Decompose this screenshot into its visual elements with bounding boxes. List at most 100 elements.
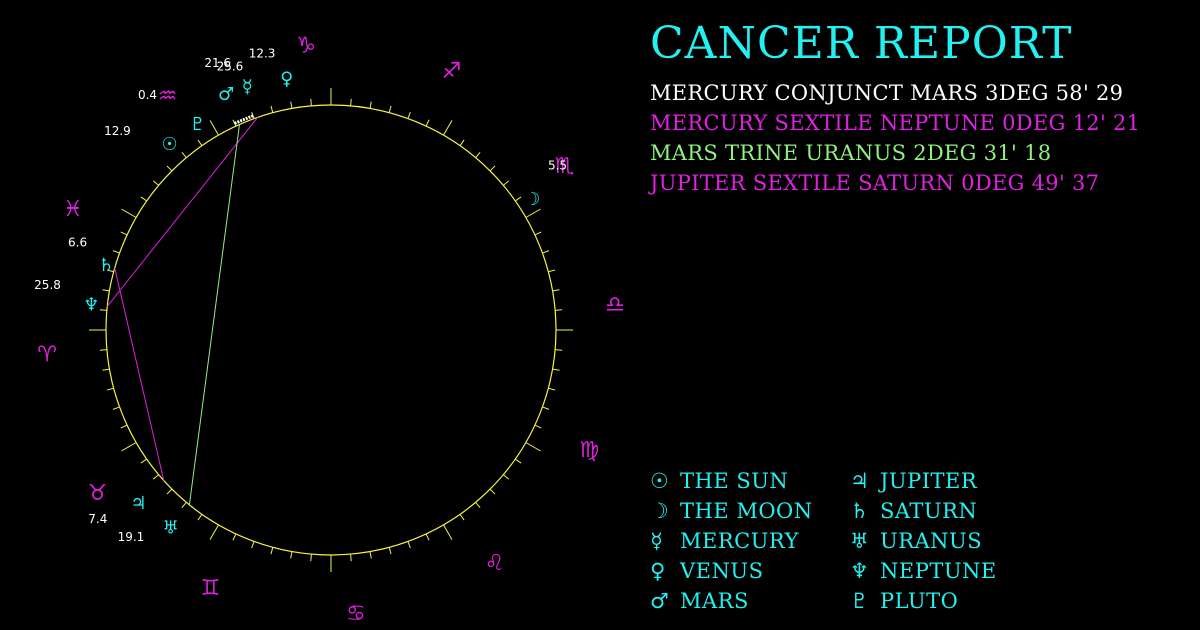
wheel-tick — [503, 474, 510, 480]
legend-item-mars: ♂ MARS — [650, 586, 813, 616]
wheel-tick — [166, 488, 173, 495]
wheel-tick — [106, 269, 114, 273]
wheel-tick — [106, 387, 114, 391]
legend-item-jupiter: ♃JUPITER — [850, 466, 997, 496]
wheel-tick — [459, 139, 465, 146]
wheel-tick — [534, 424, 542, 429]
wheel-tick — [425, 533, 430, 541]
aspect-line-mercury-neptune — [106, 116, 259, 307]
page-title: CANCER REPORT — [650, 18, 1073, 69]
wheel-tick — [515, 458, 522, 464]
legend-label: URANUS — [880, 529, 983, 553]
neptune-icon: ♆ — [850, 559, 870, 583]
legend-label: MARS — [680, 589, 749, 613]
legend-item-the-sun: ☉THE SUN — [650, 466, 813, 496]
pluto-degree-label: 0.4 — [138, 88, 157, 102]
saturn-icon: ♄ — [98, 255, 114, 276]
wheel-tick — [120, 231, 128, 236]
wheel-tick — [197, 139, 203, 146]
leo-icon: ♌ — [485, 551, 505, 576]
legend-label: VENUS — [680, 559, 764, 583]
sun-icon: ☉ — [162, 134, 178, 155]
pluto-icon: ♇ — [189, 114, 205, 135]
saturn-degree-label: 6.6 — [68, 236, 87, 250]
wheel-tick — [181, 502, 187, 509]
mercury-icon: ☿ — [242, 77, 253, 98]
capricorn-icon: ♑ — [296, 34, 316, 59]
pluto-icon: ♇ — [850, 589, 870, 613]
legend-item-venus: ♀VENUS — [650, 556, 813, 586]
wheel-tick — [548, 269, 556, 273]
aquarius-icon: ♒ — [158, 84, 178, 109]
wheel-tick — [102, 289, 110, 292]
wheel-tick — [525, 442, 541, 452]
wheel-tick — [140, 458, 147, 464]
wheel-tick — [121, 442, 137, 452]
legend-item-saturn: ♄ SATURN — [850, 496, 997, 526]
aspect-list: MERCURY CONJUNCT MARS 3DEG 58' 29 MERCUR… — [650, 78, 1140, 198]
wheel-tick — [388, 547, 392, 555]
wheel-tick — [112, 406, 120, 410]
uranus-degree-label: 19.1 — [118, 530, 145, 544]
legend-label: THE SUN — [680, 469, 789, 493]
jupiter-icon: ♃ — [130, 493, 146, 514]
venus-icon: ♀ — [280, 68, 293, 89]
wheel-tick — [99, 309, 107, 311]
wheel-tick — [310, 554, 312, 562]
legend-label: MERCURY — [680, 529, 799, 553]
jupiter-degree-label: 7.4 — [88, 512, 107, 526]
wheel-tick — [525, 208, 541, 218]
mars-degree-label: 21.6 — [204, 56, 231, 70]
wheel-tick — [443, 524, 453, 540]
legend-item-uranus: ♅ URANUS — [850, 526, 997, 556]
mars-icon: ♂ — [650, 589, 670, 613]
legend-label: SATURN — [880, 499, 978, 523]
legend-label: PLUTO — [880, 589, 959, 613]
wheel-tick — [503, 180, 510, 186]
wheel-tick — [232, 533, 237, 541]
saturn-icon: ♄ — [850, 499, 870, 523]
libra-icon: ♎ — [605, 293, 625, 318]
neptune-degree-label: 25.8 — [34, 278, 61, 292]
wheel-tick — [152, 474, 159, 480]
moon-degree-label: 5.5 — [548, 158, 567, 172]
aspect-item: MARS TRINE URANUS 2DEG 31' 18 — [650, 141, 1052, 165]
wheel-tick — [407, 111, 411, 119]
pisces-icon: ♓ — [63, 197, 83, 222]
wheel-tick — [425, 119, 430, 127]
wheel-tick — [548, 387, 556, 391]
mars-icon: ♂ — [218, 84, 234, 105]
uranus-icon: ♅ — [850, 529, 870, 553]
legend-label: JUPITER — [880, 469, 978, 493]
aspect-item: MERCURY CONJUNCT MARS 3DEG 58' 29 — [650, 81, 1124, 105]
wheel-tick — [270, 547, 274, 555]
wheel-tick — [388, 105, 392, 113]
wheel-tick — [209, 524, 219, 540]
sagittarius-icon: ♐ — [442, 59, 462, 84]
wheel-tick — [489, 488, 496, 495]
wheel-tick — [99, 349, 107, 351]
wheel-tick — [515, 196, 522, 202]
aspect-item: JUPITER SEXTILE SATURN 0DEG 49' 37 — [650, 171, 1100, 195]
wheel-tick — [555, 349, 563, 351]
gemini-icon: ♊ — [201, 576, 221, 601]
wheel-tick — [350, 98, 352, 106]
wheel-tick — [555, 309, 563, 311]
wheel-tick — [310, 98, 312, 106]
aspect-line-jupiter-saturn — [114, 267, 165, 481]
wheel-circle — [105, 104, 557, 556]
wheel-tick — [534, 231, 542, 236]
wheel-tick — [350, 554, 352, 562]
venus-degree-label: 12.3 — [249, 46, 276, 60]
legend-label: THE MOON — [680, 499, 813, 523]
wheel-tick — [166, 165, 173, 172]
wheel-tick — [407, 541, 411, 549]
legend-item-pluto: ♇ PLUTO — [850, 586, 997, 616]
aries-icon: ♈ — [37, 342, 57, 367]
conjunction-marker — [234, 114, 254, 125]
wheel-tick — [251, 541, 255, 549]
planet-legend-column-1: ☉THE SUN ☽ THE MOON ☿MERCURY♀VENUS ♂ MARS — [650, 466, 813, 616]
legend-item-mercury: ☿MERCURY — [650, 526, 813, 556]
moon-icon: ☽ — [650, 499, 670, 523]
cancer-icon: ♋ — [346, 601, 366, 626]
